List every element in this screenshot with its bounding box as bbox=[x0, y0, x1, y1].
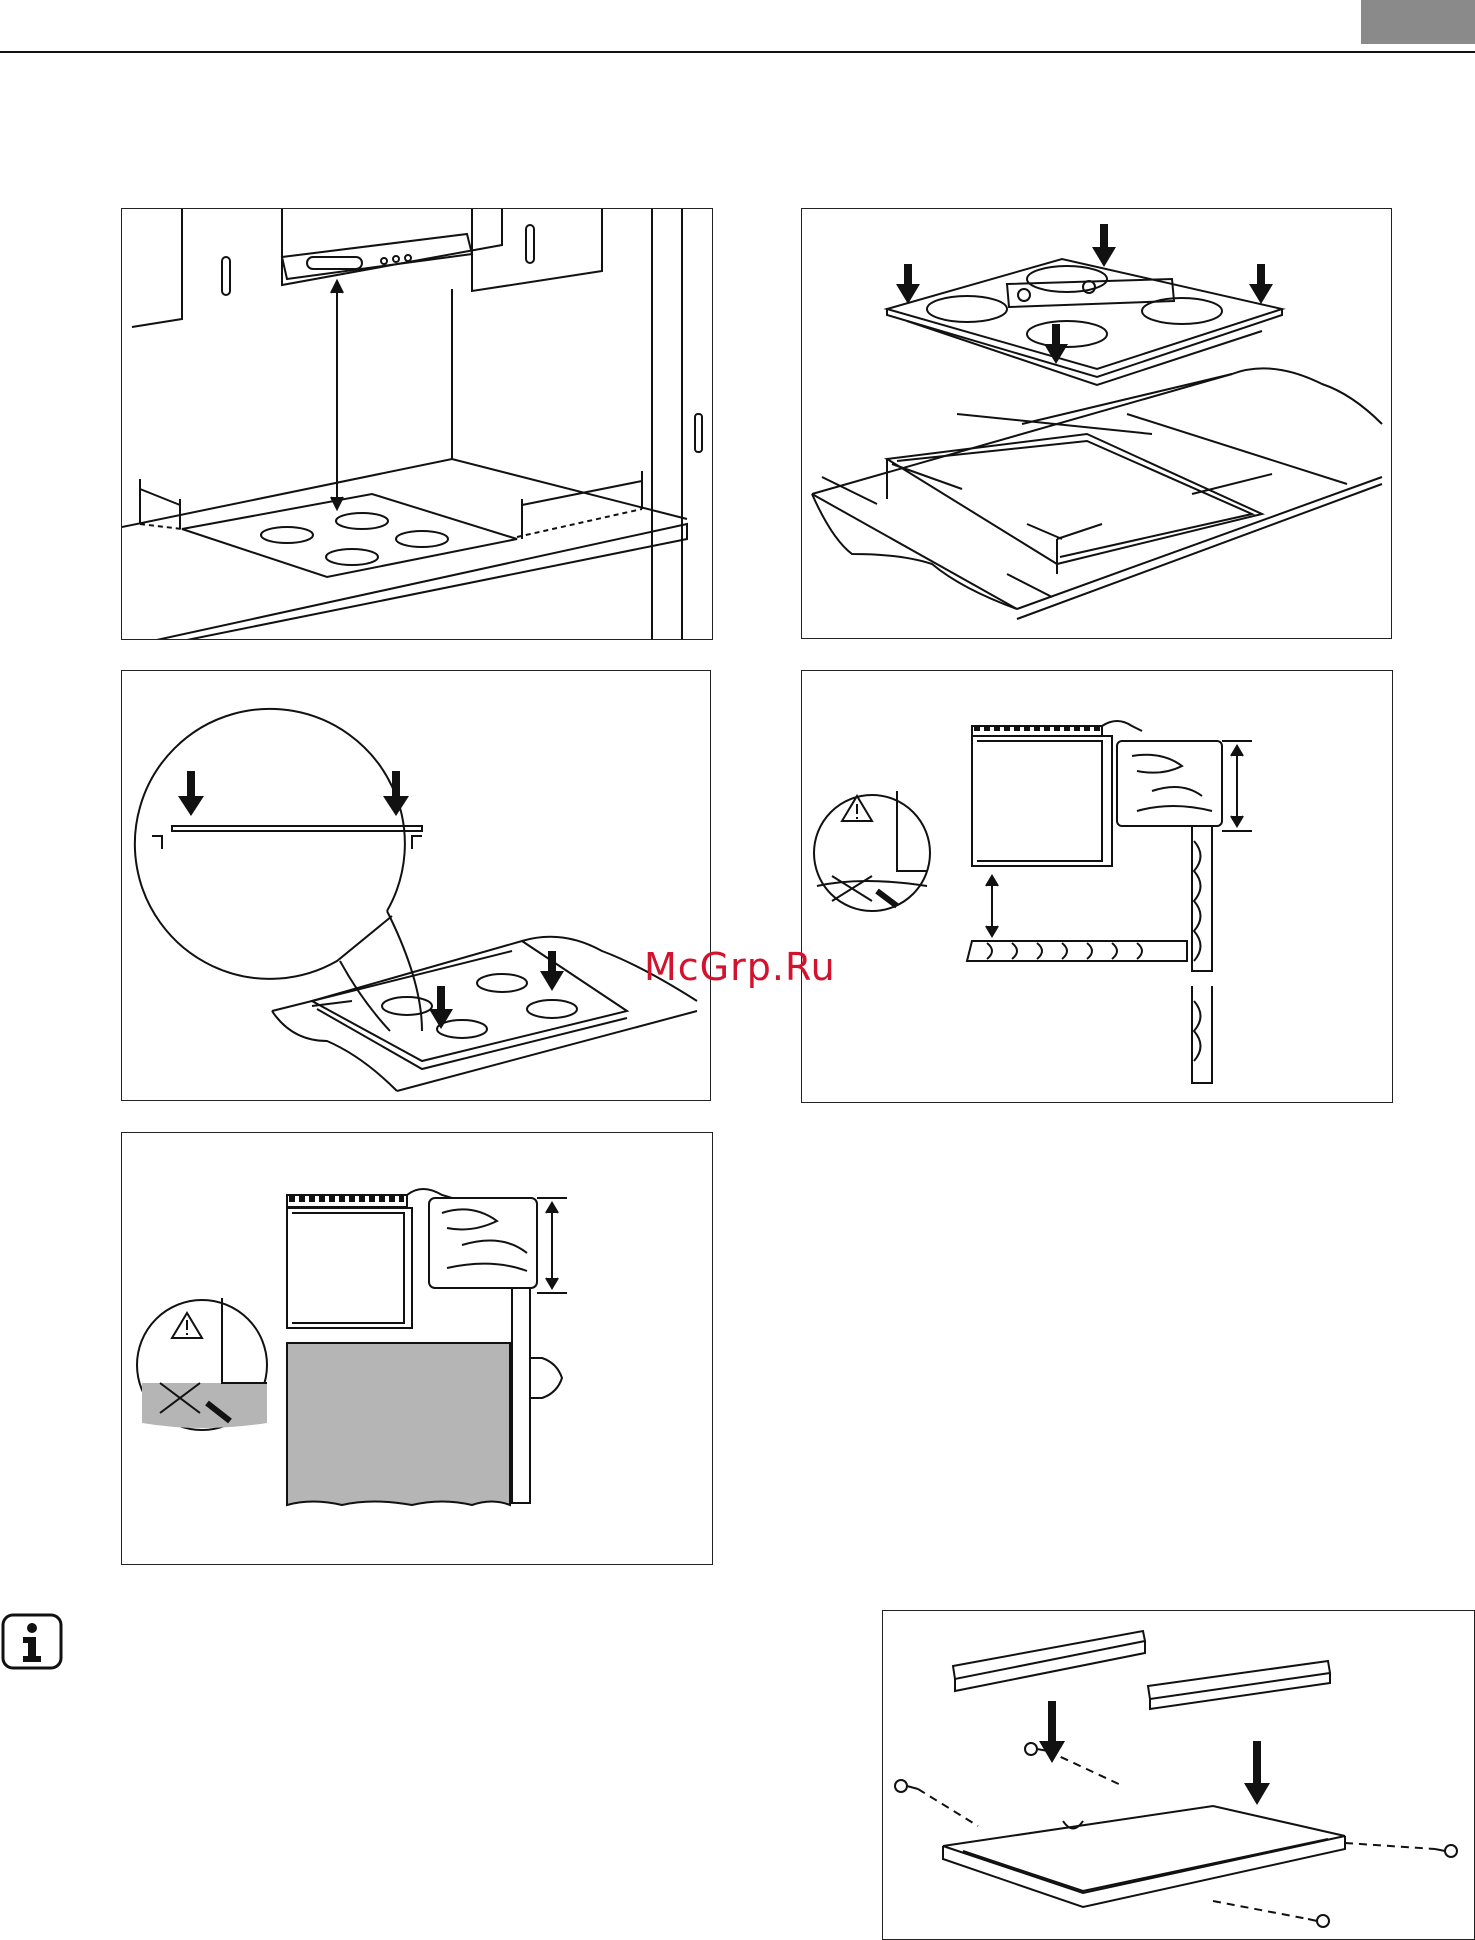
figure-hood-clearance bbox=[121, 208, 713, 640]
press-arrow bbox=[1039, 1701, 1270, 1805]
figure-protection-box bbox=[882, 1610, 1475, 1940]
screw bbox=[1435, 1845, 1457, 1857]
header-tab bbox=[1361, 0, 1475, 44]
screw bbox=[895, 1780, 918, 1792]
figure-under-drawer-clearance bbox=[801, 670, 1393, 1103]
header-rule bbox=[0, 51, 1475, 53]
mounting-bracket bbox=[1148, 1661, 1330, 1699]
figure-above-oven-clearance bbox=[121, 1132, 713, 1565]
cutout-dimensions-illustration bbox=[802, 209, 1392, 639]
info-icon bbox=[1, 1613, 63, 1670]
hood-clearance-illustration bbox=[122, 209, 713, 640]
under-drawer-illustration bbox=[802, 671, 1393, 1103]
screw bbox=[1308, 1915, 1329, 1927]
protection-box-illustration bbox=[883, 1611, 1475, 1940]
above-oven-illustration bbox=[122, 1133, 713, 1565]
press-hob-illustration bbox=[122, 671, 711, 1101]
figure-cutout-dimensions bbox=[801, 208, 1392, 639]
watermark: McGrp.Ru bbox=[644, 945, 836, 989]
figure-press-hob bbox=[121, 670, 711, 1101]
